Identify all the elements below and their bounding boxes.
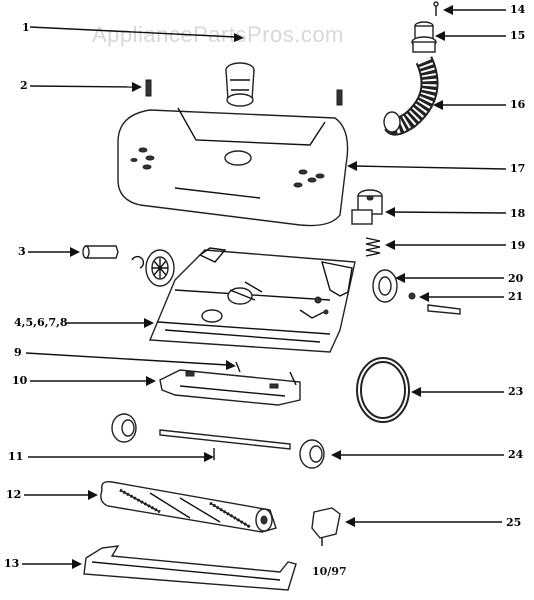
watermark-text: AppliancePartsPros.com bbox=[92, 22, 344, 47]
wheel-left-lower bbox=[111, 413, 137, 443]
callout-23: 23 bbox=[411, 385, 523, 398]
callout-2: 2 bbox=[20, 79, 142, 92]
callout-18: 18 bbox=[385, 207, 526, 220]
svg-text:13: 13 bbox=[4, 557, 19, 570]
part-4-8-base bbox=[148, 247, 356, 353]
part-25-bracket bbox=[311, 507, 341, 546]
part-10-bottom-plate bbox=[159, 369, 301, 406]
part-23-belt bbox=[356, 357, 410, 423]
svg-text:9: 9 bbox=[14, 346, 22, 359]
part-15-hose-cuff bbox=[411, 21, 437, 53]
svg-text:16: 16 bbox=[510, 98, 526, 111]
part-17-hood bbox=[117, 107, 349, 227]
callout-4-8: 4,5,6,7,8 bbox=[14, 316, 154, 329]
part-16-hose bbox=[383, 56, 439, 136]
svg-text:19: 19 bbox=[510, 239, 525, 252]
part-18-switch bbox=[351, 189, 383, 225]
date-code: 10/97 bbox=[312, 565, 347, 578]
callout-13: 13 bbox=[4, 557, 82, 570]
svg-text:15: 15 bbox=[510, 29, 525, 42]
hood-vents-left bbox=[130, 147, 155, 170]
svg-text:20: 20 bbox=[508, 272, 524, 285]
callout-25: 25 bbox=[345, 516, 521, 529]
svg-text:24: 24 bbox=[508, 448, 524, 461]
callout-3: 3 bbox=[18, 245, 80, 258]
callout-16: 16 bbox=[433, 98, 526, 111]
svg-text:17: 17 bbox=[510, 162, 525, 175]
part-1-coupling bbox=[225, 62, 255, 107]
svg-text:21: 21 bbox=[508, 290, 523, 303]
left-wheel bbox=[145, 249, 175, 287]
callout-21: 21 bbox=[419, 290, 523, 303]
part-9-screw bbox=[235, 361, 241, 373]
part-11-shaft bbox=[159, 429, 291, 460]
svg-text:23: 23 bbox=[508, 385, 523, 398]
part-2-screw bbox=[145, 79, 152, 97]
svg-text:14: 14 bbox=[510, 3, 526, 16]
part-14-pin bbox=[433, 1, 439, 16]
svg-text:4,5,6,7,8: 4,5,6,7,8 bbox=[14, 316, 68, 329]
callout-9: 9 bbox=[14, 346, 236, 370]
svg-text:25: 25 bbox=[506, 516, 521, 529]
callout-19: 19 bbox=[385, 239, 525, 252]
callout-15: 15 bbox=[435, 29, 525, 42]
part-19-spring bbox=[365, 237, 381, 257]
part-13-bumper bbox=[83, 545, 297, 591]
callout-1: 1 bbox=[22, 21, 244, 42]
hood-vents-right bbox=[293, 169, 325, 188]
svg-text:1: 1 bbox=[22, 21, 30, 34]
part-3-pin bbox=[82, 245, 119, 259]
svg-text:10: 10 bbox=[12, 374, 28, 387]
callout-24: 24 bbox=[331, 448, 524, 461]
part-21-axle bbox=[408, 292, 461, 315]
svg-text:3: 3 bbox=[18, 245, 26, 258]
svg-text:11: 11 bbox=[8, 450, 23, 463]
callout-12: 12 bbox=[6, 488, 98, 501]
svg-text:18: 18 bbox=[510, 207, 526, 220]
callout-11: 11 bbox=[8, 450, 214, 463]
callout-20: 20 bbox=[395, 272, 524, 285]
svg-text:12: 12 bbox=[6, 488, 21, 501]
screw-right bbox=[336, 89, 343, 106]
svg-text:2: 2 bbox=[20, 79, 28, 92]
part-24-wheel bbox=[299, 439, 325, 469]
callout-14: 14 bbox=[443, 3, 526, 16]
callout-17: 17 bbox=[347, 161, 525, 175]
part-12-brushroll bbox=[100, 480, 277, 533]
retaining-clip bbox=[131, 255, 145, 269]
callout-10: 10 bbox=[12, 374, 156, 387]
part-20-wheel bbox=[372, 269, 398, 303]
